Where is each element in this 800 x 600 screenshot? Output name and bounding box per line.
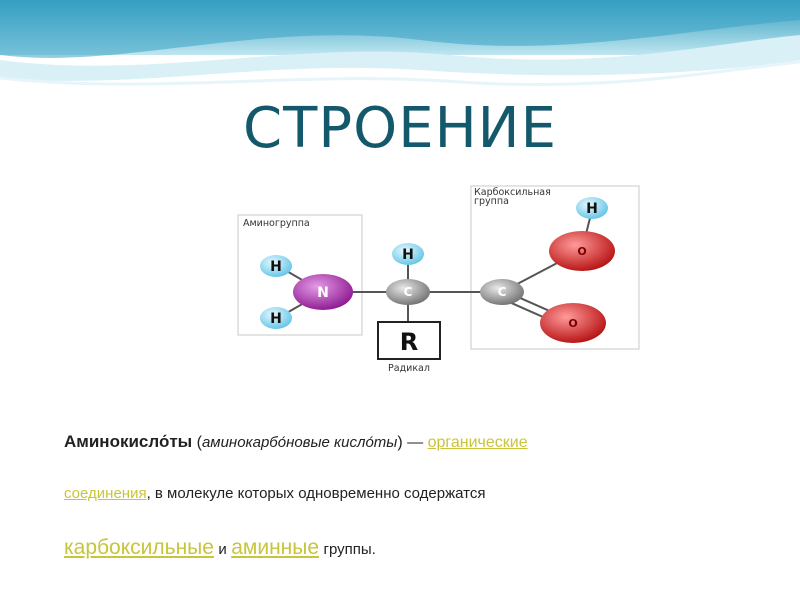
atom-symbol: C (404, 285, 413, 299)
carbon-atom (386, 279, 430, 305)
atom-symbol: N (317, 285, 329, 301)
paren-close: ) — (397, 434, 424, 451)
amino-group-box (237, 214, 363, 336)
page-title: СТРОЕНИЕ (243, 96, 557, 161)
link-compounds[interactable]: соединения (64, 485, 147, 502)
line2-rest: , в молекуле которых одновременно содерж… (146, 485, 486, 502)
carboxyl-group-box (470, 185, 640, 350)
atom-symbol: H (270, 259, 282, 275)
definition-line-3: карбоксильные и аминные группы. (64, 536, 744, 560)
link-organic[interactable]: органические (427, 434, 528, 451)
groups-word: группы. (323, 541, 376, 558)
hydrogen-atom (392, 243, 424, 265)
carbon-atom (480, 279, 524, 305)
nitrogen-atom (293, 274, 353, 310)
oxygen-atom (540, 303, 606, 343)
atom-symbol: H (586, 201, 598, 217)
amino-acid-structure-diagram: Аминогруппа Карбоксильная группа H H N H… (237, 185, 640, 374)
amino-group-label: Аминогруппа (243, 218, 310, 229)
hydrogen-atom (260, 255, 292, 277)
definition-line-2: соединения, в молекуле которых одновреме… (64, 485, 744, 503)
link-carboxyl[interactable]: карбоксильные (64, 536, 214, 559)
radical-label: Радикал (388, 363, 430, 374)
atom-symbol: C (498, 285, 507, 299)
carboxyl-group-label-line1: Карбоксильная (474, 187, 551, 198)
alt-term: аминокарбо́новые кисло́ты (201, 434, 398, 451)
atom-symbol: O (568, 317, 577, 330)
radical-box (377, 321, 441, 360)
atom-symbol: O (577, 245, 586, 258)
link-amine[interactable]: аминные (231, 536, 320, 559)
hydrogen-atom (260, 307, 292, 329)
and-word: и (218, 541, 227, 558)
paren-open: ( (196, 434, 202, 451)
term: Аминокисло́ты (64, 432, 193, 451)
header-wave-decoration (0, 0, 800, 87)
atom-symbol: H (270, 311, 282, 327)
oxygen-atom (549, 231, 615, 271)
bonds (277, 209, 593, 329)
hydrogen-atom (576, 197, 608, 219)
radical-symbol: R (400, 328, 418, 356)
definition-line-1: Аминокисло́ты (аминокарбо́новые кисло́ты… (64, 432, 744, 452)
atom-symbol: H (402, 247, 414, 263)
carboxyl-group-label-line2: группа (474, 196, 509, 207)
